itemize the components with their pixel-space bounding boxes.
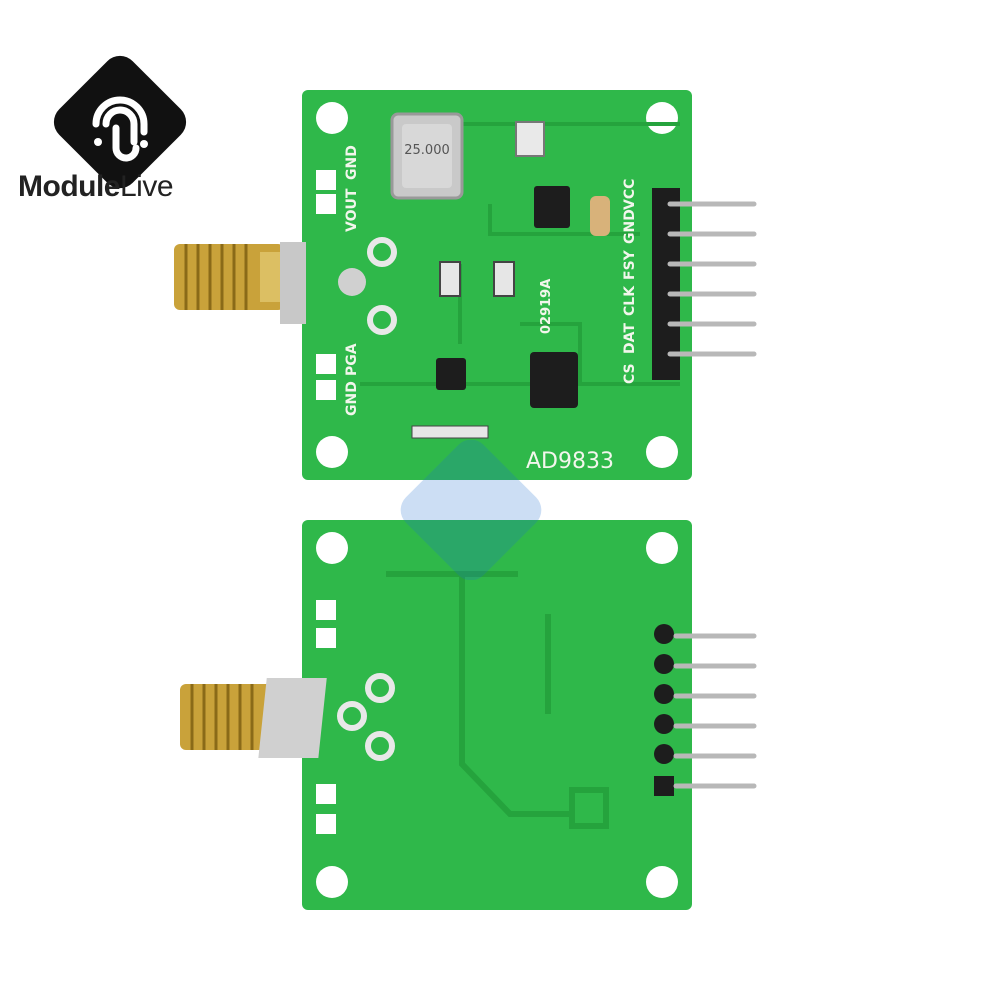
left-label-gnd-top: GND	[344, 145, 360, 180]
brand-name-light: Live	[120, 170, 174, 203]
pin-header	[652, 188, 680, 380]
left-label-gnd-bottom: GND	[344, 381, 360, 416]
modulelive-logo	[53, 55, 187, 189]
crystal-label: 25.000	[404, 143, 450, 158]
pcb-back	[302, 520, 692, 910]
module-label: AD9833	[526, 449, 614, 474]
pin-label-fsy: FSY	[622, 249, 638, 280]
crystal: 25.000	[390, 112, 464, 200]
brand-name: ModuleLive	[18, 170, 174, 204]
pin-label-gnd: GND	[622, 209, 638, 244]
pga-chip	[436, 358, 466, 390]
opamp-chip	[530, 352, 578, 408]
sma-connector	[174, 244, 290, 310]
front-board: 25.000 VCC GND FSY CLK DAT CS GND VOUT P…	[174, 90, 757, 480]
chip-code: 02919A	[539, 279, 554, 334]
left-label-pga: PGA	[344, 343, 360, 376]
pin-label-cs: CS	[622, 363, 638, 384]
brand-name-bold: Module	[18, 170, 121, 203]
pin-label-dat: DAT	[622, 323, 638, 354]
ad9833-chip	[534, 186, 570, 228]
left-label-vout: VOUT	[344, 188, 360, 232]
pin-label-vcc: VCC	[622, 179, 638, 210]
back-board	[180, 520, 757, 910]
pin-label-clk: CLK	[622, 285, 638, 316]
logo-watermark	[400, 440, 542, 580]
